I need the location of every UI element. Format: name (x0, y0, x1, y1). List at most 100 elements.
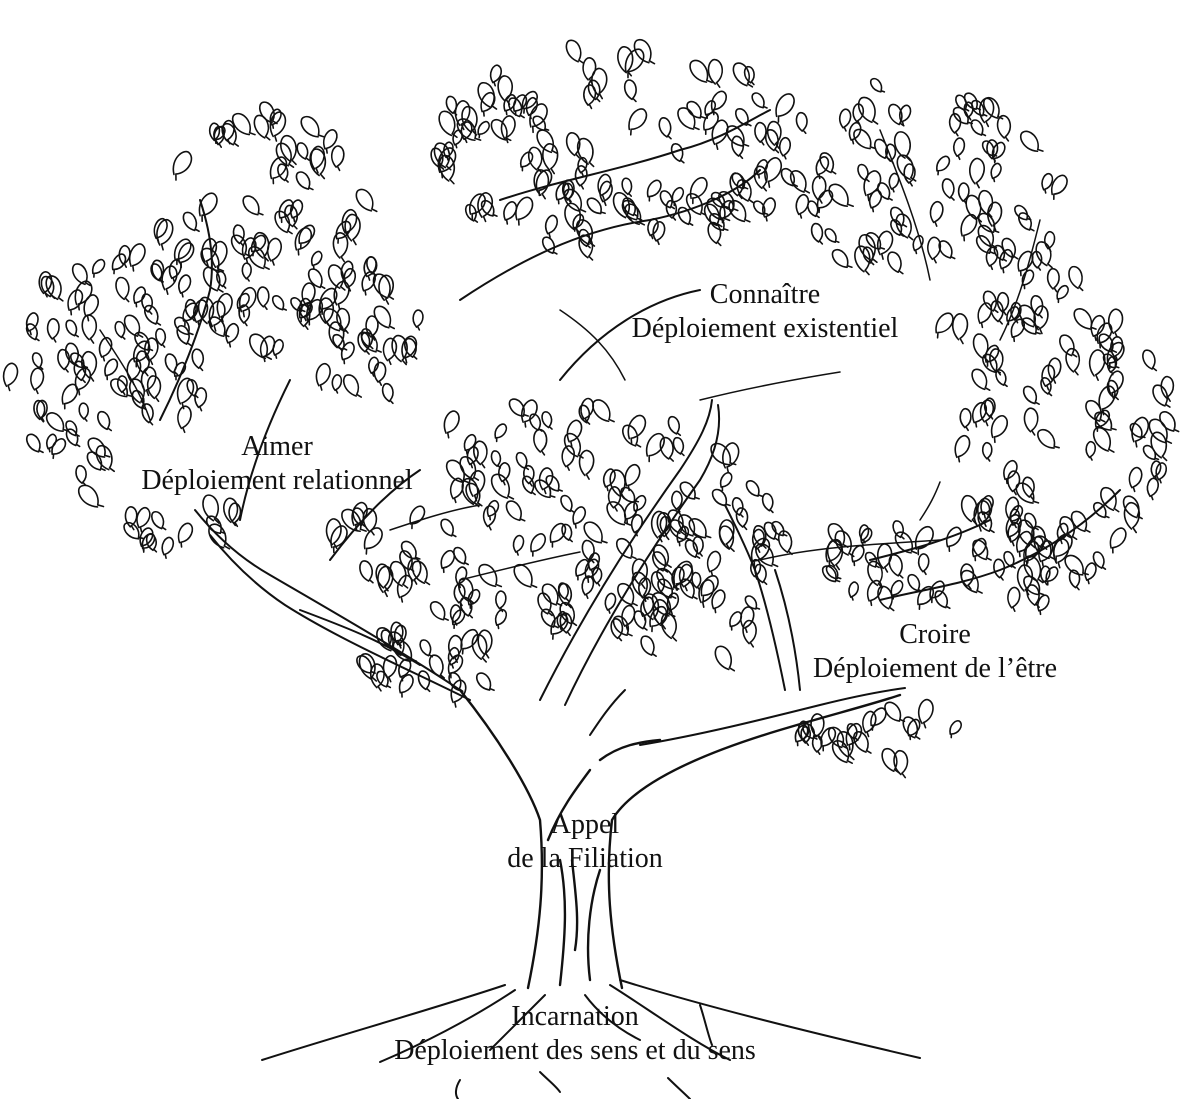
leaf-mark (624, 79, 638, 103)
leaf-mark (847, 544, 866, 566)
leaf-mark (28, 367, 45, 394)
leaf-mark (620, 463, 643, 492)
trunk-line (588, 870, 600, 980)
leaf-mark (143, 303, 163, 328)
leaf-mark (34, 400, 46, 422)
leaf-mark (542, 214, 560, 238)
leaf-mark (474, 441, 487, 467)
leaf-mark (1126, 415, 1152, 448)
leaf-mark (769, 91, 798, 124)
leaf-mark (639, 634, 658, 660)
leaf-mark (544, 473, 564, 495)
leaf-mark (967, 158, 985, 188)
leaf-mark (96, 336, 114, 361)
leaf-mark (777, 530, 794, 557)
leaf-mark (418, 638, 433, 659)
leaf-mark (876, 181, 894, 204)
leaf-mark (683, 538, 701, 561)
leaf-mark (494, 591, 506, 612)
leaf-mark (984, 246, 999, 269)
leaf-mark (24, 432, 44, 457)
leaf-mark (296, 141, 311, 162)
leaf-mark (474, 670, 496, 695)
leaf-mark (511, 534, 526, 555)
leaf-mark (977, 494, 996, 519)
leaf-mark (96, 410, 113, 434)
leaf-mark (581, 519, 609, 550)
leaf-mark (1013, 203, 1032, 224)
leaf-mark (620, 423, 642, 452)
leaf-mark (431, 145, 459, 179)
leaf-mark (0, 362, 20, 391)
root-line (540, 1072, 560, 1092)
leaf-mark (70, 261, 92, 289)
leaf-mark (559, 494, 575, 515)
leaf-mark (544, 521, 569, 548)
twig-line (700, 372, 840, 400)
roots-title: Incarnation (340, 1000, 810, 1034)
leaf-mark (204, 513, 227, 538)
leaf-mark (826, 181, 856, 214)
leaf-mark (684, 175, 711, 205)
leaf-mark (1030, 295, 1044, 319)
leaf-mark (823, 227, 840, 246)
leaf-mark (100, 357, 120, 380)
leaf-mark (667, 415, 682, 437)
leaf-mark (672, 437, 685, 458)
leaf-mark (372, 362, 387, 386)
leaf-mark (1035, 426, 1061, 454)
leaf-mark (509, 195, 536, 227)
leaf-mark (65, 342, 81, 368)
leaf-mark (758, 196, 777, 221)
leaf-mark (443, 457, 470, 489)
leaf-mark (857, 163, 871, 183)
roots-subtitle: Déploiement des sens et du sens (340, 1034, 810, 1068)
roots-label: Incarnation Déploiement des sens et du s… (340, 1000, 810, 1068)
leaf-mark (561, 523, 574, 543)
leaf-mark (536, 592, 554, 618)
leaf-mark (707, 588, 727, 613)
leaf-mark (341, 372, 363, 401)
leaf-mark (392, 624, 408, 648)
leaf-mark (1043, 231, 1056, 252)
leaf-mark (708, 60, 722, 88)
leaf-mark (1034, 240, 1054, 270)
leaf-mark (620, 500, 640, 524)
branch-label-croire: Croire Déploiement de l’être (780, 618, 1090, 686)
leaf-mark (515, 451, 530, 472)
leaf-mark (1041, 565, 1060, 586)
leaf-mark (492, 608, 509, 629)
leaf-mark (1141, 349, 1158, 374)
leaf-mark (958, 567, 984, 598)
leaf-mark (703, 550, 723, 577)
leaf-mark (298, 113, 326, 143)
leaf-mark (476, 561, 504, 593)
leaf-mark (534, 127, 559, 158)
leaf-mark (726, 198, 752, 228)
leaf-mark (811, 176, 827, 203)
leaf-mark (175, 273, 193, 297)
leaf-mark (951, 137, 965, 159)
leaf-mark (330, 145, 345, 170)
leaf-mark (1092, 551, 1107, 572)
leaf-mark (541, 411, 554, 431)
leaf-mark (428, 599, 450, 625)
leaf-mark (639, 431, 668, 463)
leaf-mark (294, 170, 315, 195)
leaf-mark (428, 653, 447, 680)
leaf-mark (229, 233, 252, 261)
leaf-mark (950, 434, 973, 463)
leaf-mark (590, 68, 608, 99)
leaf-mark (886, 250, 905, 277)
leaf-mark (927, 200, 945, 226)
leaf-mark (973, 301, 994, 328)
leaf-mark (371, 303, 396, 333)
leaf-mark (737, 606, 756, 633)
leaf-mark (1021, 384, 1041, 408)
leaf-mark (731, 136, 744, 159)
leaf-mark (1024, 408, 1038, 435)
leaf-mark (166, 149, 196, 182)
leaf-mark (632, 37, 657, 69)
leaf-mark (684, 191, 708, 220)
